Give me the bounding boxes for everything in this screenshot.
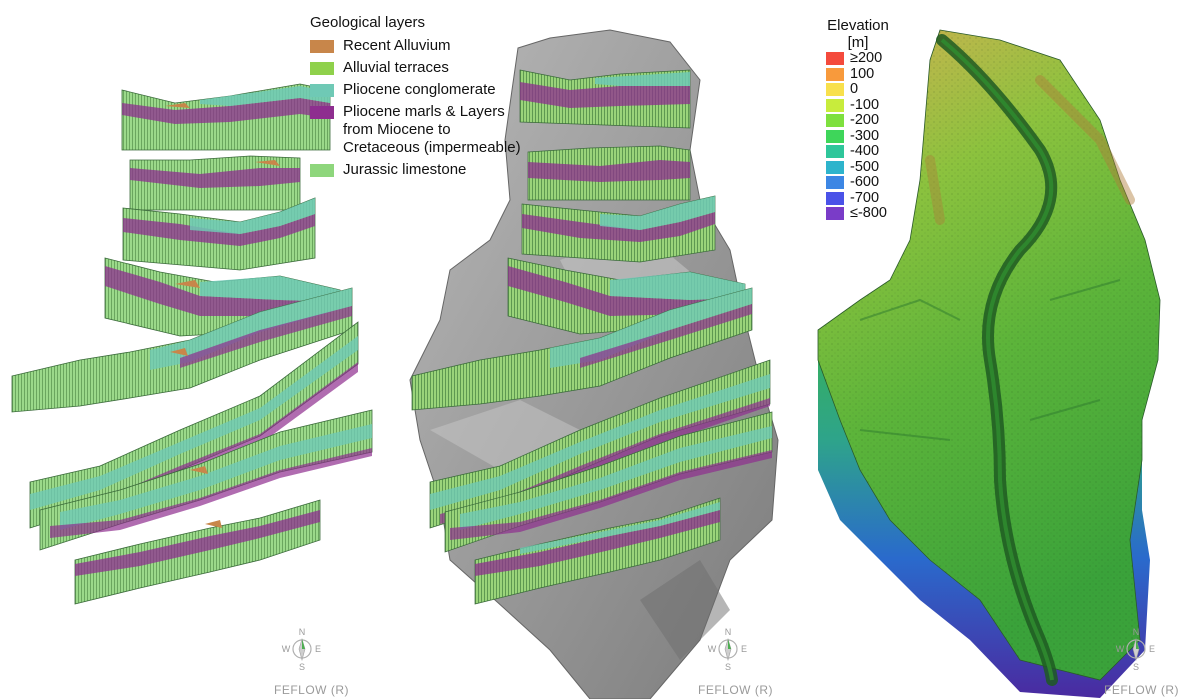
elevation-legend-swatch xyxy=(826,176,844,189)
elevation-legend-label: -500 xyxy=(850,158,880,175)
elevation-legend-item: -200 xyxy=(826,113,916,129)
elevation-legend-item: -600 xyxy=(826,175,916,191)
block-section-1 xyxy=(519,69,691,129)
elevation-model-svg xyxy=(817,29,1161,698)
elevation-legend-item: -400 xyxy=(826,144,916,160)
elevation-legend-label: -100 xyxy=(850,96,880,113)
elevation-legend-label: -300 xyxy=(850,127,880,144)
elevation-legend-label: 0 xyxy=(850,81,859,97)
elevation-legend-label: 100 xyxy=(850,65,875,82)
elevation-legend-swatch xyxy=(826,207,844,220)
geological-legend-label: Recent Alluvium xyxy=(343,37,451,54)
elevation-legend-label: ≥200 xyxy=(850,50,883,66)
elevation-legend-item: -700 xyxy=(826,189,916,207)
elevation-legend-item: ≤-800 xyxy=(826,206,916,222)
cross-section-1 xyxy=(121,83,331,151)
svg-text:W: W xyxy=(708,644,717,654)
elevation-legend-label: ≤-800 xyxy=(850,205,887,221)
cross-sections-svg xyxy=(11,83,373,605)
geological-legend-swatch xyxy=(310,106,334,119)
elevation-legend-item: 0 xyxy=(826,82,916,98)
block-model-panel xyxy=(400,0,800,699)
geological-legend-swatch xyxy=(310,164,334,177)
elevation-legend-swatch xyxy=(826,67,844,81)
elevation-legend-swatch xyxy=(826,160,844,174)
elevation-legend-swatch xyxy=(826,98,844,112)
elevation-legend-swatch xyxy=(826,129,844,143)
elevation-model-panel xyxy=(800,0,1200,699)
elevation-legend-swatch xyxy=(826,145,844,158)
cross-section-8 xyxy=(74,499,321,605)
feflow-watermark: FEFLOW (R) xyxy=(1104,683,1179,697)
geological-legend-item: Pliocene conglomerate xyxy=(310,81,530,99)
svg-text:S: S xyxy=(725,662,731,672)
block-model-svg xyxy=(409,29,779,699)
geological-legend-swatch xyxy=(310,62,334,75)
geological-legend-title: Geological layers xyxy=(310,14,426,31)
cross-section-7 xyxy=(39,409,373,551)
cross-section-3 xyxy=(122,197,316,271)
elevation-legend-item: -300 xyxy=(826,127,916,145)
cross-section-2 xyxy=(129,155,301,211)
elevation-legend-item: ≥200 xyxy=(826,51,916,67)
geological-legend-label: Jurassic limestone xyxy=(343,161,467,178)
svg-text:W: W xyxy=(1116,644,1125,654)
feflow-watermark: FEFLOW (R) xyxy=(698,683,773,697)
elevation-legend-swatch xyxy=(826,191,844,205)
block-section-5 xyxy=(411,287,753,411)
block-section-3 xyxy=(521,195,716,263)
svg-text:N: N xyxy=(725,627,732,637)
geological-legend-item: Pliocene marls & Layers from Miocene to … xyxy=(310,103,530,157)
feflow-watermark: FEFLOW (R) xyxy=(274,683,349,697)
elevation-legend-item: -100 xyxy=(826,96,916,114)
svg-text:E: E xyxy=(1149,644,1155,654)
elevation-legend-swatch xyxy=(826,114,844,127)
elevation-legend-item: -500 xyxy=(826,158,916,176)
geological-legend-item: Alluvial terraces xyxy=(310,59,530,77)
elevation-legend-label: -700 xyxy=(850,189,880,206)
geological-legend-label: Pliocene marls & Layers from Miocene to … xyxy=(343,103,521,156)
geological-legend-item: Recent Alluvium xyxy=(310,37,530,55)
geological-legend-item: Jurassic limestone xyxy=(310,161,530,179)
svg-text:S: S xyxy=(299,662,305,672)
geological-legend-swatch xyxy=(310,40,334,53)
cross-sections-panel xyxy=(0,0,410,699)
elevation-legend-title: Elevation[m] xyxy=(827,17,889,51)
geological-legend-swatch xyxy=(310,84,334,97)
svg-text:W: W xyxy=(282,644,291,654)
geological-legend-label: Pliocene conglomerate xyxy=(343,81,496,98)
elevation-legend-swatch xyxy=(826,83,844,96)
svg-text:E: E xyxy=(315,644,321,654)
svg-text:N: N xyxy=(299,627,306,637)
elevation-legend-label: -200 xyxy=(850,112,880,128)
cross-section-5 xyxy=(11,287,353,413)
elevation-legend-item: 100 xyxy=(826,65,916,83)
block-section-2 xyxy=(527,145,691,201)
geological-legend-label: Alluvial terraces xyxy=(343,59,449,76)
svg-text:N: N xyxy=(1133,627,1140,637)
block-section-7 xyxy=(444,411,773,553)
svg-text:S: S xyxy=(1133,662,1139,672)
svg-text:E: E xyxy=(741,644,747,654)
block-section-8 xyxy=(474,497,721,605)
elevation-legend-swatch xyxy=(826,52,844,65)
elevation-legend-label: -400 xyxy=(850,143,880,159)
elevation-legend-label: -600 xyxy=(850,174,880,190)
